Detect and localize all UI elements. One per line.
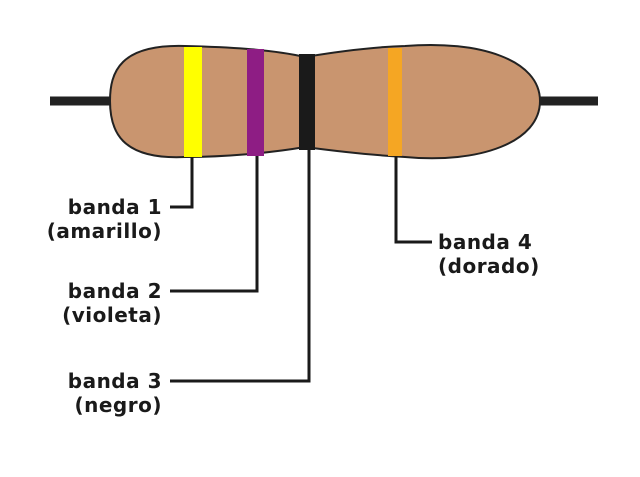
band-1-stripe xyxy=(184,47,202,157)
band-2-stripe xyxy=(247,49,264,156)
band-4-label: banda 4 xyxy=(438,230,532,254)
resistor-body xyxy=(108,44,542,160)
band-4-leader-line xyxy=(394,156,432,244)
band-1-label: banda 1 xyxy=(68,195,162,219)
band-3-color-name: (negro) xyxy=(74,393,162,417)
band-2-leader-line xyxy=(170,156,259,293)
band-3-label: banda 3 xyxy=(68,369,162,393)
band-4-color-name: (dorado) xyxy=(438,254,540,278)
band-2-color-name: (violeta) xyxy=(62,303,162,327)
band-4-stripe xyxy=(388,48,402,156)
band-1-color-name: (amarillo) xyxy=(47,219,162,243)
band-1-leader-line xyxy=(170,157,194,209)
band-3-leader-line xyxy=(170,150,311,383)
band-2-label: banda 2 xyxy=(68,279,162,303)
band-3-stripe xyxy=(299,54,315,150)
